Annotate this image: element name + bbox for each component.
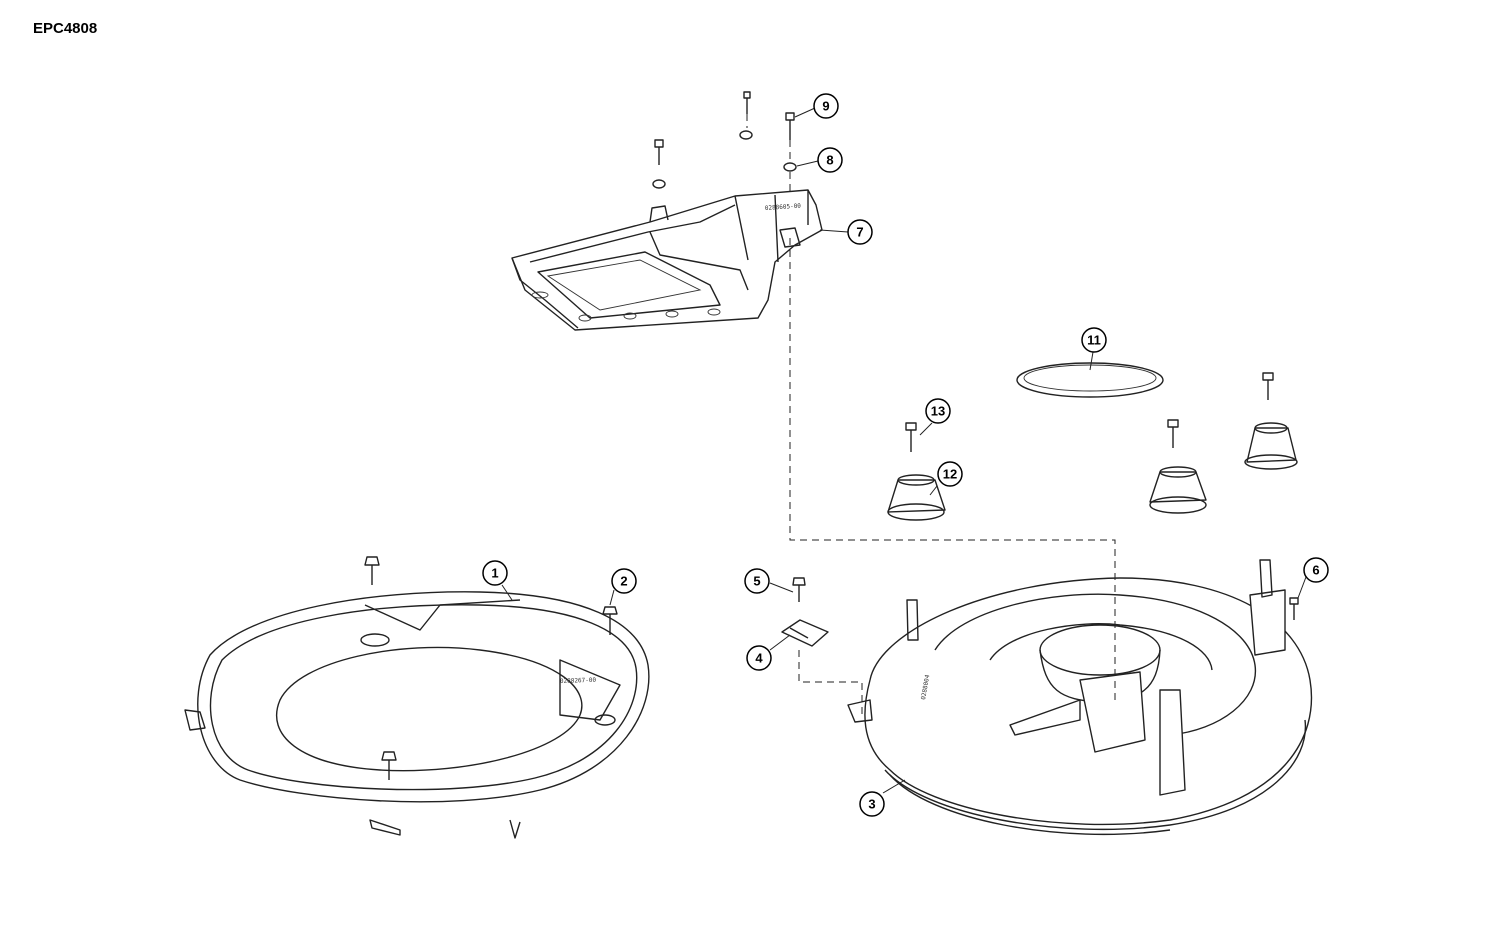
rubber-feet: [887, 422, 1298, 521]
housing-part: 0288004: [847, 559, 1313, 835]
callout-3: 3: [859, 791, 885, 817]
svg-text:6: 6: [1312, 563, 1319, 578]
gasket-part: [1016, 362, 1164, 398]
callout-5: 5: [744, 568, 770, 594]
diagram-title: EPC4808: [33, 20, 98, 37]
duct-screws: [652, 91, 797, 189]
callout-6: 6: [1303, 557, 1329, 583]
svg-text:11: 11: [1087, 333, 1101, 348]
ring-part-number: 0288267-00: [560, 677, 597, 685]
assembly-lines: [746, 114, 1116, 715]
housing-part-number: 0288004: [920, 674, 931, 700]
callout-2: 2: [611, 568, 637, 594]
svg-text:2: 2: [620, 574, 627, 589]
callout-1: 1: [482, 560, 508, 586]
svg-text:12: 12: [943, 467, 957, 482]
callout-11: 11: [1081, 327, 1107, 353]
svg-text:13: 13: [931, 404, 945, 419]
svg-text:7: 7: [856, 225, 863, 240]
clip-screw: [792, 577, 806, 602]
svg-text:8: 8: [826, 153, 833, 168]
callout-9: 9: [813, 93, 839, 119]
svg-text:1: 1: [491, 566, 498, 581]
svg-text:9: 9: [822, 99, 829, 114]
svg-text:5: 5: [753, 574, 760, 589]
svg-text:4: 4: [755, 651, 763, 666]
leader-lines: [501, 107, 1307, 794]
duct-part-number: 0288605-00: [765, 202, 802, 212]
callout-13: 13: [925, 398, 951, 424]
callout-7: 7: [847, 219, 873, 245]
lower-ring-screws: [364, 556, 618, 780]
air-duct-part: 0288605-00: [511, 189, 823, 331]
callout-8: 8: [817, 147, 843, 173]
feet-screws: [905, 372, 1274, 452]
lower-ring-part: 0288267-00: [184, 591, 650, 839]
clip-part: [781, 619, 829, 647]
callout-4: 4: [746, 645, 772, 671]
callout-12: 12: [937, 461, 963, 487]
pin-part: [1289, 597, 1299, 620]
svg-text:3: 3: [868, 797, 875, 812]
